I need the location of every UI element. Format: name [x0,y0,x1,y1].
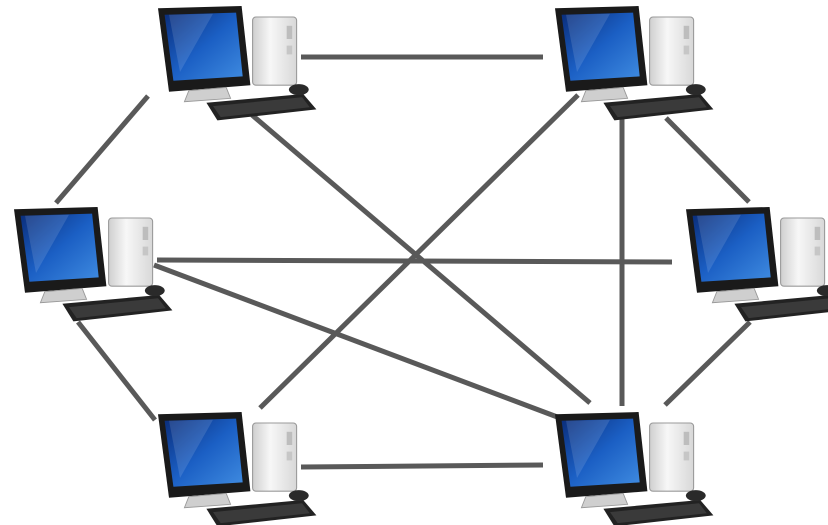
desktop-computer-icon [554,5,714,121]
computer-mid-right [685,206,828,322]
link-mid-left-mid-right [156,257,673,265]
desktop-computer-icon [157,5,317,121]
computer-mid-left [13,206,173,322]
computer-top-right [554,5,714,121]
link-mid-right-bottom-right [663,320,752,407]
link-top-right-mid-right [664,116,751,204]
network-links [54,54,752,470]
desktop-computer-icon [13,206,173,322]
desktop-computer-icon [157,411,317,525]
desktop-computer-icon [554,411,714,525]
computer-bottom-right [554,411,714,525]
computer-top-left [157,5,317,121]
link-top-left-mid-left [54,94,150,205]
link-top-right-bottom-left [258,93,580,410]
computer-bottom-left [157,411,317,525]
link-bottom-left-bottom-right [300,462,544,470]
link-mid-left-bottom-right [153,262,561,421]
desktop-computer-icon [685,206,828,322]
link-mid-left-bottom-left [76,320,157,422]
